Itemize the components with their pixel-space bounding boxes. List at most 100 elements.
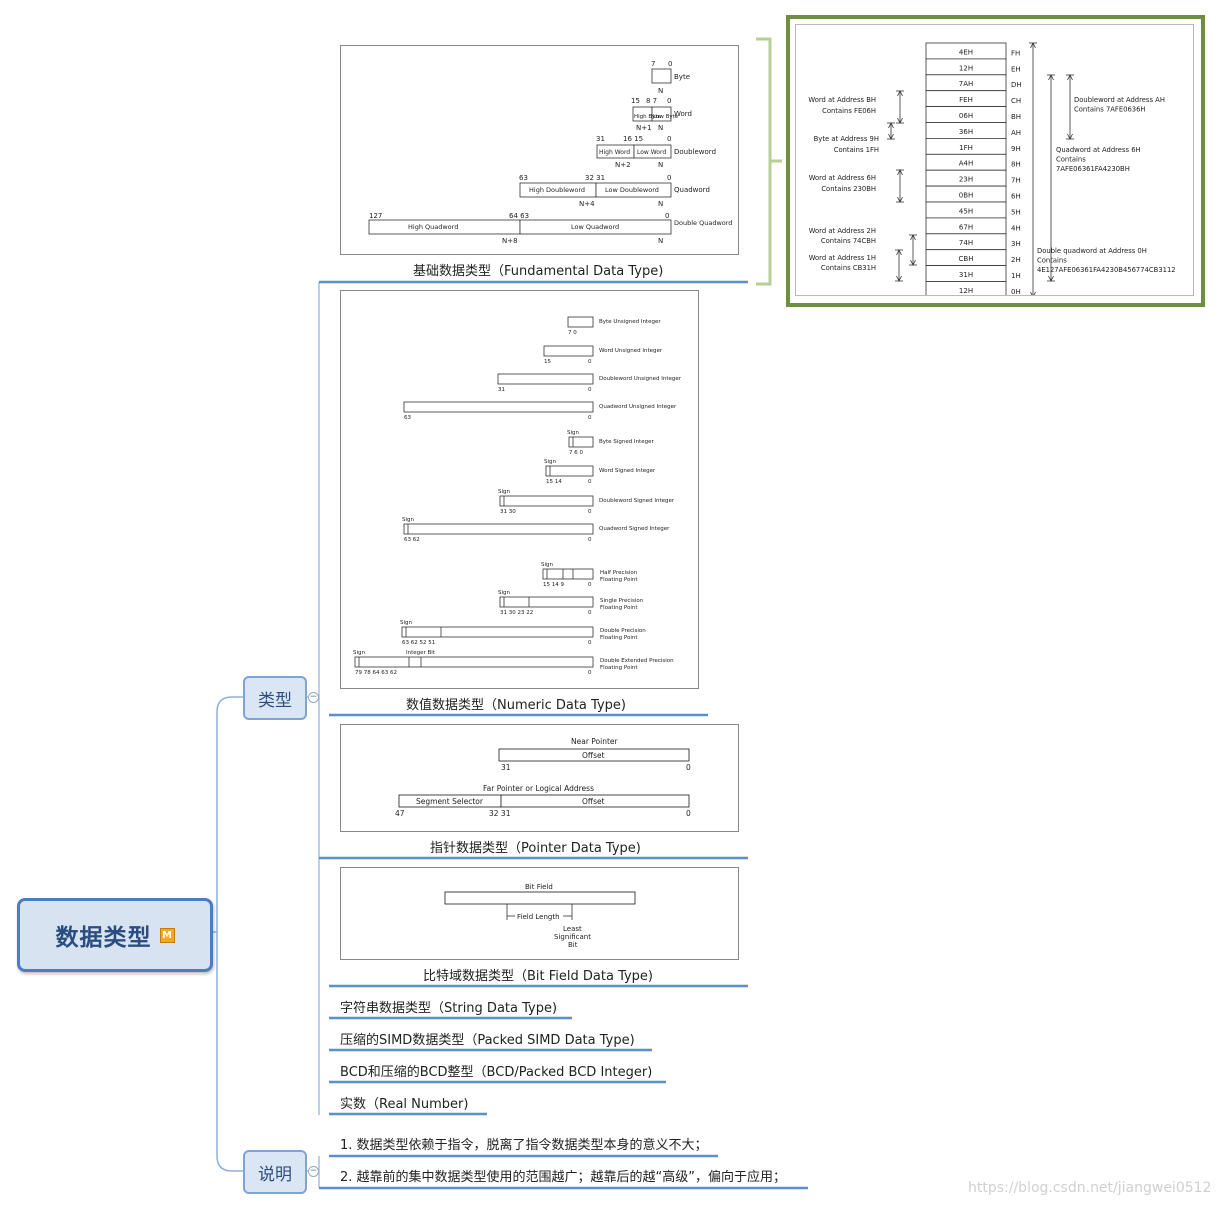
word-addr-high: N+1 [636, 124, 652, 132]
branch-notes[interactable]: 说明 [243, 1150, 307, 1194]
numeric-row-label-2: Floating Point [600, 635, 638, 641]
dword-bit-mid: 16 15 [623, 135, 643, 143]
memory-address: DH [1011, 81, 1022, 89]
right-note-line-3: 7AFE06361FA4230BH [1056, 165, 1130, 173]
qword-bit-mid: 32 31 [585, 174, 605, 182]
left-note-line-2: Contains FE06H [822, 107, 876, 115]
topic-string-data-type[interactable]: 字符串数据类型（String Data Type) [340, 1001, 558, 1016]
topic-packed-simd-data-type[interactable]: 压缩的SIMD数据类型（Packed SIMD Data Type) [340, 1033, 635, 1048]
numeric-row-zero: 0 [588, 537, 592, 543]
right-note-line-1: Double quadword at Address 0H [1037, 247, 1147, 255]
word-6h-arrow [896, 169, 904, 203]
memory-address: 2H [1011, 256, 1021, 264]
qword-addr-low: N [658, 200, 663, 208]
right-note-line-2: Contains [1056, 156, 1086, 164]
root-topic[interactable]: 数据类型 M [17, 898, 213, 972]
numeric-row-bits: 7 0 [568, 330, 577, 336]
numeric-row-zero: 0 [588, 479, 592, 485]
right-note-3: Double quadword at Address 0HContains4E1… [1037, 247, 1176, 274]
dqword-bit-mid: 64 63 [509, 212, 529, 220]
qword-span-arrow [1047, 74, 1055, 282]
numeric-row-box [499, 596, 594, 608]
bit-field-diagram: Bit Field Field Length Least Significant… [444, 883, 636, 949]
word-bh-arrow [896, 90, 904, 124]
numeric-row-box [499, 495, 594, 507]
memory-byte-value: 06H [959, 112, 973, 120]
byte-9h-arrow [887, 122, 895, 140]
word-2h-arrow [909, 234, 917, 266]
qword-low-cell [595, 182, 672, 198]
numeric-row-bits: 15 14 9 [543, 582, 564, 588]
topic-numeric-data-type[interactable]: 数值数据类型（Numeric Data Type) [406, 698, 626, 713]
right-note-line-1: Doubleword at Address AH [1074, 96, 1165, 104]
right-note-line-1: Quadword at Address 6H [1056, 146, 1141, 154]
dword-high-cell-label: High Word [599, 149, 630, 156]
branch-types[interactable]: 类型 [243, 676, 307, 720]
numeric-row-zero: 0 [588, 582, 592, 588]
left-note-line-2: Contains 1FH [834, 146, 879, 154]
numeric-row-bits: 63 62 [404, 537, 420, 543]
topic-bit-field-data-type[interactable]: 比特域数据类型（Bit Field Data Type) [423, 969, 654, 984]
numeric-row-1: 7 0 Byte Unsigned Integer [567, 316, 661, 336]
memory-address: 9H [1011, 145, 1021, 153]
memory-byte-value: CBH [959, 255, 974, 263]
leaf-underlines [319, 280, 808, 1190]
topic-fundamental-data-type[interactable]: 基础数据类型（Fundamental Data Type) [413, 264, 664, 279]
topic-pointer-data-type[interactable]: 指针数据类型（Pointer Data Type) [430, 841, 641, 856]
numeric-row-zero: 0 [588, 670, 592, 676]
fundamental-types-figure: 7 0 Byte N 15 8 7 0 High Byte Low Byte W… [340, 45, 739, 255]
sign-label: Sign [541, 562, 554, 568]
word-low-cell [651, 106, 672, 122]
qword-bit-low: 0 [667, 174, 671, 182]
sign-label: Sign [567, 430, 580, 436]
near-pointer-title: Near Pointer [571, 737, 619, 746]
numeric-row-zero: 0 [588, 387, 592, 393]
dqword-label: Double Quadword [674, 219, 732, 227]
memory-address: 5H [1011, 208, 1021, 216]
sign-label: Sign [402, 517, 415, 523]
numeric-row-bits: 63 62 52 51 [402, 640, 435, 646]
qword-low-cell-label: Low Doubleword [605, 186, 659, 194]
right-note-line-2: Contains 7AFE0636H [1074, 106, 1146, 114]
lsb-label-line-1: Least [563, 925, 582, 933]
numeric-row-label-2: Floating Point [600, 665, 638, 671]
memory-byte-value: 12H [959, 287, 973, 295]
topic-note-2[interactable]: 2. 越靠前的集中数据类型使用的范围越广；越靠后的越“高级”，偏向于应用； [340, 1170, 787, 1185]
numeric-row-label: Doubleword Signed Integer [599, 498, 675, 504]
byte-label: Byte [674, 73, 690, 81]
numeric-row-bits: 15 [544, 359, 551, 365]
qword-bit-high: 63 [519, 174, 528, 182]
right-note-1: Doubleword at Address AH Contains 7AFE063… [1074, 96, 1165, 114]
numeric-row-label: Word Signed Integer [599, 468, 656, 474]
collapse-types-icon[interactable]: − [308, 692, 319, 703]
integer-bit-label: Integer Bit [406, 650, 436, 656]
numeric-row-label-2: Floating Point [600, 577, 638, 583]
topic-note-1[interactable]: 1. 数据类型依赖于指令，脱离了指令数据类型本身的意义不大； [340, 1138, 708, 1153]
collapse-notes-icon[interactable]: − [308, 1166, 319, 1177]
byte-cell [651, 68, 672, 84]
numeric-row-label: Byte Unsigned Integer [599, 319, 661, 325]
qword-addr-high: N+4 [579, 200, 595, 208]
callout-bracket [756, 37, 782, 286]
numeric-row-bits: 31 30 23 22 [500, 610, 533, 616]
bit-field-figure: Bit Field Field Length Least Significant… [340, 867, 739, 960]
memory-byte-value: 67H [959, 223, 973, 231]
qword-high-cell-label: High Doubleword [529, 186, 585, 194]
numeric-row-zero: 0 [588, 359, 592, 365]
topic-bcd-integer[interactable]: BCD和压缩的BCD整型（BCD/Packed BCD Integer) [340, 1065, 653, 1080]
memory-address: 8H [1011, 161, 1021, 169]
left-note-line-2: Contains CB31H [821, 264, 876, 272]
topic-real-number[interactable]: 实数（Real Number) [340, 1097, 469, 1112]
byte-bit-low: 0 [668, 60, 672, 68]
dword-addr-high: N+2 [615, 161, 631, 169]
